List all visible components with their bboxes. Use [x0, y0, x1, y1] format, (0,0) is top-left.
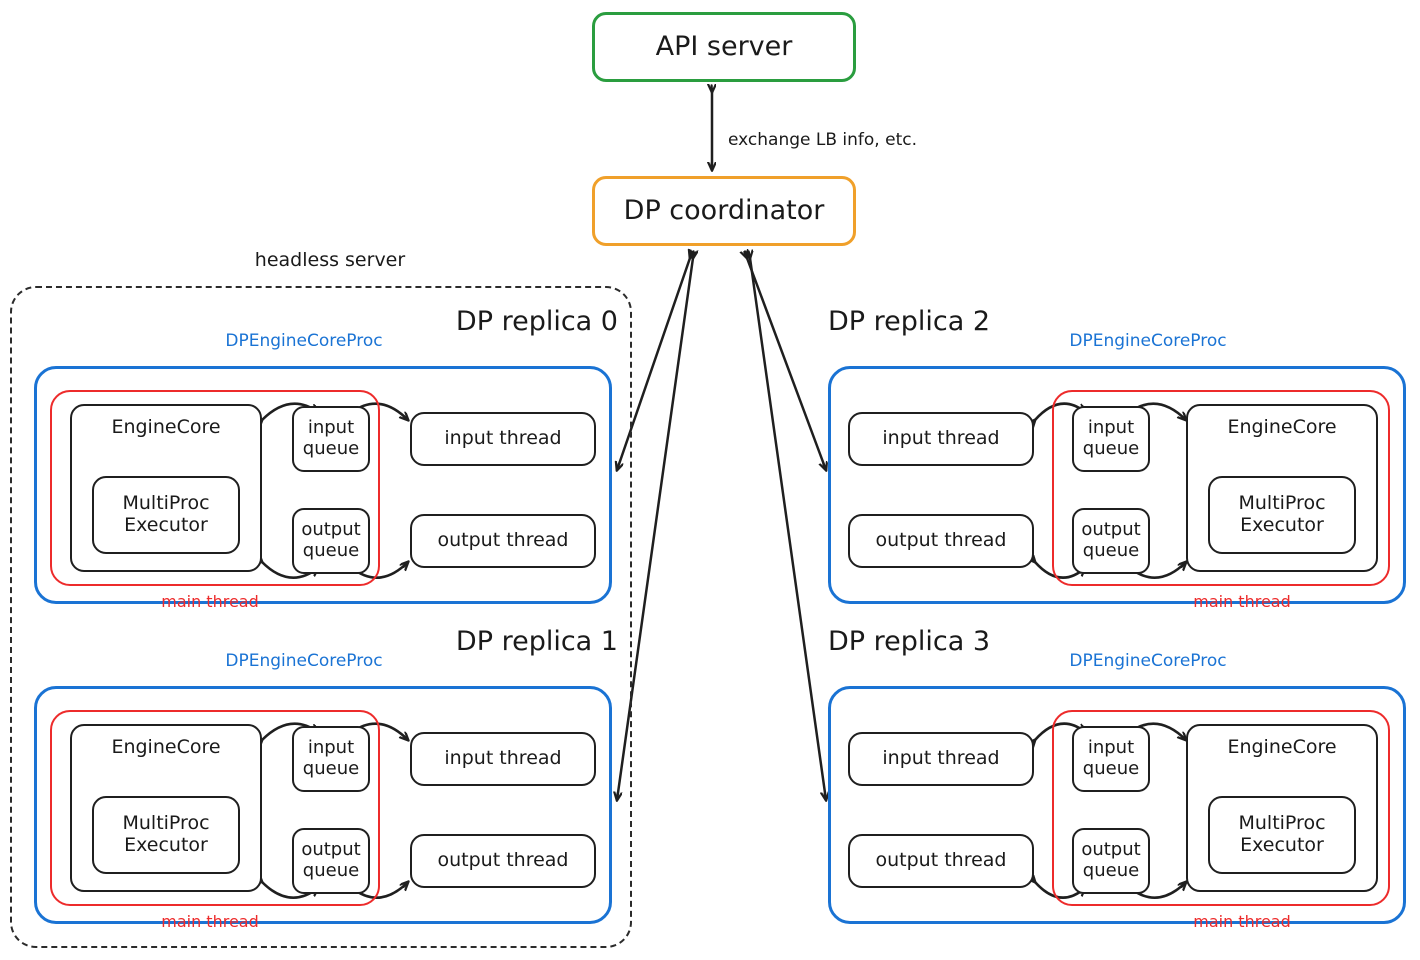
replica-2-main-thread-label: main thread [1193, 591, 1291, 611]
replica-1-process-box [34, 686, 612, 924]
replica-2-title: DP replica 2 [828, 306, 991, 338]
replica-1-input-queue[interactable]: input queue [292, 726, 370, 792]
replica-1-multiproc-executor[interactable]: MultiProc Executor [92, 796, 240, 874]
replica-0-input-thread[interactable]: input thread [410, 412, 596, 466]
replica-0-main-thread-box [50, 390, 380, 586]
replica-2-output-queue[interactable]: output queue [1072, 508, 1150, 574]
replica-0-title: DP replica 0 [455, 306, 618, 338]
replica-1-proc-label: DPEngineCoreProc [225, 651, 383, 672]
replica-1-input-thread[interactable]: input thread [410, 732, 596, 786]
replica-3-output-thread[interactable]: output thread [848, 834, 1034, 888]
replica-2-process-box [828, 366, 1406, 604]
headless-server-label: headless server [254, 249, 406, 272]
replica-3-multiproc-executor[interactable]: MultiProc Executor [1208, 796, 1356, 874]
replica-2-input-queue[interactable]: input queue [1072, 406, 1150, 472]
replica-1-main-thread-box [50, 710, 380, 906]
replica-3-main-thread-label: main thread [1193, 911, 1291, 931]
replica-2-multiproc-executor[interactable]: MultiProc Executor [1208, 476, 1356, 554]
replica-3-proc-label: DPEngineCoreProc [1069, 651, 1227, 672]
dp-coordinator-node[interactable]: DP coordinator [592, 176, 856, 246]
api-server-node[interactable]: API server [592, 12, 856, 82]
replica-1-output-thread[interactable]: output thread [410, 834, 596, 888]
replica-3-engine-core-label: EngineCore [1227, 736, 1337, 758]
replica-2-proc-label: DPEngineCoreProc [1069, 331, 1227, 352]
replica-3-output-queue[interactable]: output queue [1072, 828, 1150, 894]
replica-0-engine-core-label: EngineCore [111, 416, 221, 438]
replica-0-proc-label: DPEngineCoreProc [225, 331, 383, 352]
replica-3-input-thread[interactable]: input thread [848, 732, 1034, 786]
replica-3-main-thread-box [1052, 710, 1390, 906]
replica-0-output-queue[interactable]: output queue [292, 508, 370, 574]
replica-2-main-thread-box [1052, 390, 1390, 586]
replica-2-output-thread[interactable]: output thread [848, 514, 1034, 568]
replica-3-process-box [828, 686, 1406, 924]
replica-1-main-thread-label: main thread [161, 911, 259, 931]
replica-3-title: DP replica 3 [828, 626, 991, 658]
replica-0-process-box [34, 366, 612, 604]
replica-1-engine-core-label: EngineCore [111, 736, 221, 758]
replica-0-multiproc-executor[interactable]: MultiProc Executor [92, 476, 240, 554]
headless-server-group [10, 286, 632, 948]
replica-3-input-queue[interactable]: input queue [1072, 726, 1150, 792]
replica-0-main-thread-label: main thread [161, 591, 259, 611]
replica-2-input-thread[interactable]: input thread [848, 412, 1034, 466]
replica-2-engine-core-label: EngineCore [1227, 416, 1337, 438]
edge-label-exchange-lb-info: exchange LB info, etc. [728, 130, 917, 151]
replica-0-output-thread[interactable]: output thread [410, 514, 596, 568]
replica-0-input-queue[interactable]: input queue [292, 406, 370, 472]
replica-1-title: DP replica 1 [455, 626, 618, 658]
replica-1-output-queue[interactable]: output queue [292, 828, 370, 894]
